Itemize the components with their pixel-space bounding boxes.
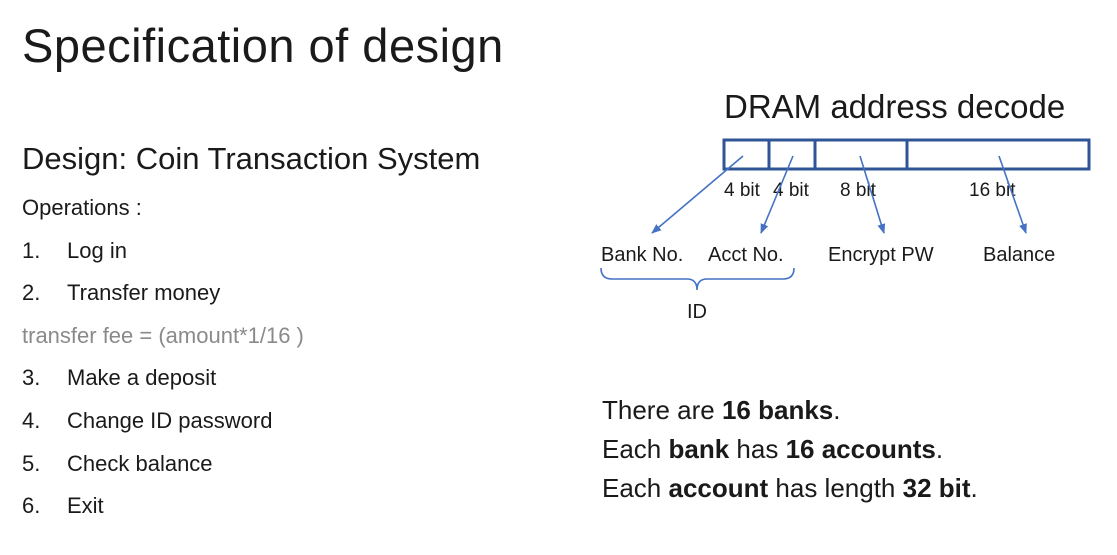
arrow-balance — [998, 155, 1027, 234]
field-box-encrypt-pw — [813, 138, 909, 171]
operation-number: 1. — [22, 238, 41, 263]
fact-banks: There are 16 banks. — [602, 395, 840, 426]
operations-label: Operations : — [22, 195, 142, 220]
fact-text: . — [970, 473, 978, 503]
fact-emphasis: account — [668, 473, 769, 503]
operation-number: 6. — [22, 493, 41, 518]
operation-label: Change ID password — [67, 408, 273, 433]
fact-text: There are — [602, 395, 722, 425]
fact-text: . — [833, 395, 841, 425]
fact-text: . — [935, 434, 944, 464]
field-name-acct: Acct No. — [708, 244, 784, 266]
fact-account-length: Each account has length 32 bit. — [602, 473, 978, 504]
operation-item-transfer: 2. Transfer money — [22, 280, 220, 306]
operation-item-deposit: 3. Make a deposit — [22, 365, 216, 391]
operation-number: 5. — [22, 451, 41, 476]
operation-item-login: 1. Log in — [22, 238, 127, 264]
address-register — [722, 138, 1091, 171]
operation-label: Log in — [67, 238, 127, 263]
operation-label: Make a deposit — [67, 365, 217, 390]
fact-text: Each — [602, 434, 669, 464]
field-name-balance: Balance — [983, 244, 1055, 266]
field-box-bank — [722, 138, 771, 171]
field-box-balance — [905, 138, 1091, 171]
arrow-bank — [651, 155, 744, 234]
id-label: ID — [687, 301, 707, 323]
dram-title: DRAM address decode — [724, 88, 1066, 125]
fact-text: has length — [768, 473, 903, 503]
transfer-fee-note: transfer fee = (amount*1/16 ) — [22, 323, 304, 348]
fact-emphasis: 16 banks — [721, 395, 834, 425]
operation-number: 3. — [22, 365, 41, 390]
operation-number: 4. — [22, 408, 41, 433]
operation-item-check-balance: 5. Check balance — [22, 451, 213, 477]
id-brace — [600, 267, 795, 291]
fact-accounts: Each bank has 16 accounts. — [602, 434, 943, 465]
bit-width-bank: 4 bit — [724, 180, 761, 201]
bit-width-acct: 4 bit — [773, 180, 810, 201]
bit-width-encrypt-pw: 8 bit — [840, 180, 877, 201]
operation-label: Check balance — [67, 451, 213, 476]
fact-text: has — [729, 434, 786, 464]
field-name-bank: Bank No. — [601, 244, 683, 266]
operation-item-exit: 6. Exit — [22, 493, 104, 519]
arrow-encrypt-pw — [859, 155, 886, 234]
operation-number: 2. — [22, 280, 41, 305]
fact-text: Each — [602, 473, 669, 503]
operation-label: Transfer money — [67, 280, 221, 305]
fact-emphasis: 16 accounts — [785, 434, 936, 464]
arrow-acct — [760, 155, 794, 234]
fact-emphasis: bank — [668, 434, 730, 464]
field-box-acct — [767, 138, 817, 171]
operation-label: Exit — [67, 493, 104, 518]
bit-width-balance: 16 bit — [969, 180, 1016, 201]
design-heading: Design: Coin Transaction System — [22, 141, 481, 176]
operation-item-change-password: 4. Change ID password — [22, 408, 272, 434]
slide-title: Specification of design — [22, 19, 504, 72]
field-name-encrypt-pw: Encrypt PW — [828, 244, 934, 266]
fact-emphasis: 32 bit — [902, 473, 971, 503]
